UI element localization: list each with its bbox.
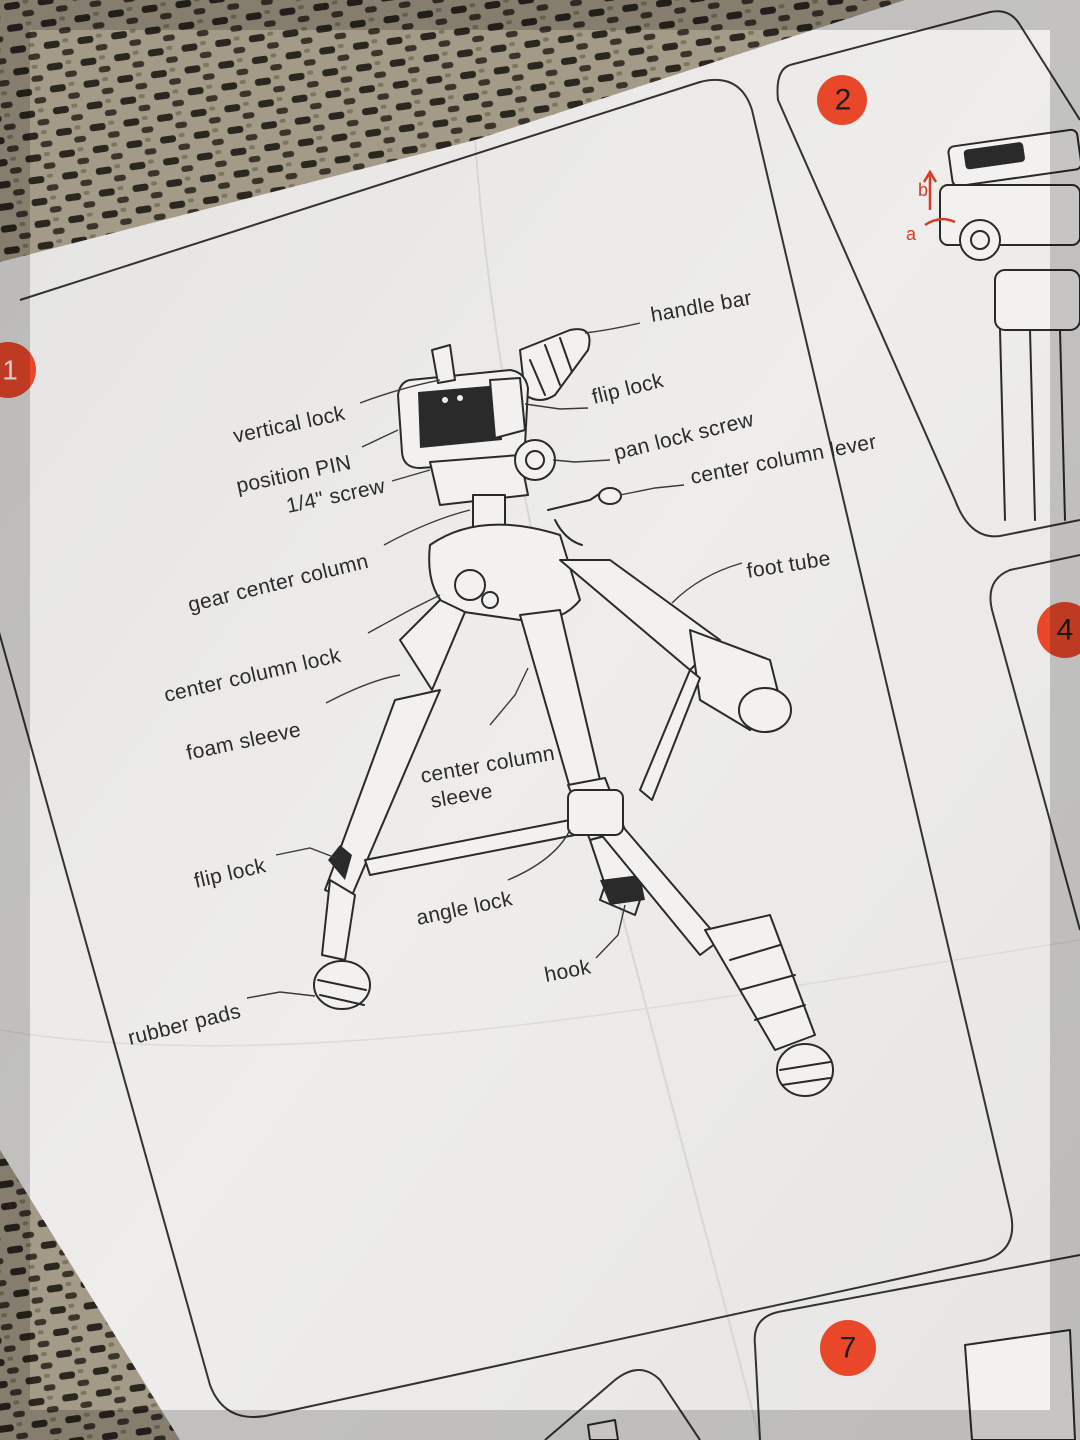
step-1-badge: 1 bbox=[0, 342, 36, 398]
panel-6-border bbox=[544, 1369, 701, 1440]
leader-lines bbox=[246, 322, 743, 999]
tripod-illustration bbox=[313, 328, 834, 1097]
panel-2-border bbox=[776, 64, 1080, 538]
panel-7-illustration bbox=[964, 1329, 1076, 1440]
fold-line bbox=[0, 939, 1080, 1047]
panel-6-illustration bbox=[587, 1419, 619, 1440]
svg-text:7: 7 bbox=[840, 1332, 857, 1365]
panel-2-tripod-head-illustration: b a bbox=[906, 128, 1080, 521]
mark-b: b bbox=[918, 180, 928, 200]
svg-text:1: 1 bbox=[2, 355, 18, 386]
mark-a: a bbox=[906, 224, 917, 244]
step-2-badge: 2 bbox=[817, 75, 867, 125]
panel-7-border bbox=[753, 1254, 1080, 1440]
panel-4-border bbox=[989, 554, 1080, 931]
panel-1-border bbox=[0, 78, 1014, 1418]
svg-text:4: 4 bbox=[1057, 614, 1074, 647]
svg-text:2: 2 bbox=[835, 84, 852, 117]
step-4-badge: 4 bbox=[1037, 602, 1080, 658]
step-7-badge: 7 bbox=[820, 1320, 876, 1376]
